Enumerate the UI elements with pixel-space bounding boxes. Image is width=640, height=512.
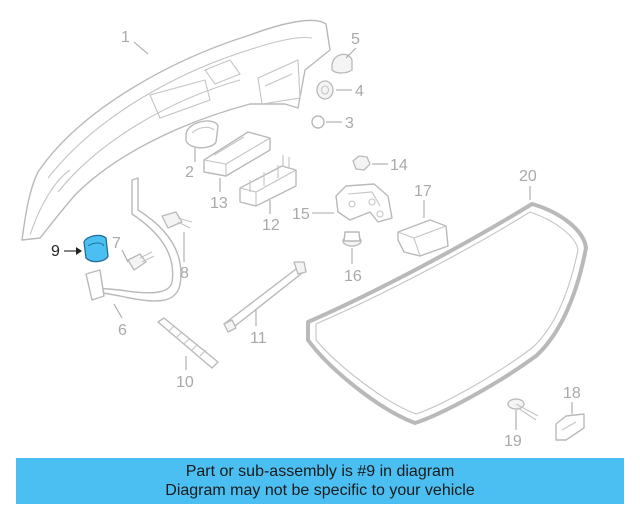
callout-5: 5 [345,31,360,59]
svg-text:1: 1 [121,29,130,46]
callout-11: 11 [250,310,267,347]
callout-4: 4 [336,83,364,100]
part-4-grommet[interactable] [316,80,334,100]
callout-2: 2 [185,148,196,181]
part-2-bumper-pad[interactable] [185,120,219,149]
callout-14: 14 [372,157,408,174]
part-15-latch[interactable] [335,183,393,223]
callout-13: 13 [210,178,228,212]
svg-text:10: 10 [176,374,194,391]
svg-text:19: 19 [504,433,522,450]
part-1-trunk-lid[interactable] [21,19,331,241]
callout-10: 10 [176,356,194,391]
info-banner: Part or sub-assembly is #9 in diagram Di… [16,458,624,504]
callout-6: 6 [113,303,127,339]
svg-text:9: 9 [51,243,60,260]
part-12-handle-lamp[interactable] [239,155,297,207]
callout-15: 15 [292,206,334,223]
callout-12: 12 [262,200,280,234]
svg-text:12: 12 [262,217,280,234]
svg-text:8: 8 [180,265,189,282]
callout-8: 8 [180,232,189,282]
svg-text:14: 14 [390,157,408,174]
callout-16: 16 [344,248,362,285]
svg-text:3: 3 [345,115,354,132]
svg-text:20: 20 [519,168,537,185]
callout-7: 7 [112,235,129,263]
part-11-gas-strut-right[interactable] [223,261,307,333]
svg-text:18: 18 [563,385,581,402]
part-18-bracket[interactable] [555,413,585,441]
svg-text:15: 15 [292,206,310,223]
svg-text:13: 13 [210,195,228,212]
callout-19: 19 [504,410,522,450]
callout-1: 1 [121,29,149,55]
svg-text:5: 5 [351,31,360,48]
svg-text:11: 11 [250,330,267,347]
part-19-screw[interactable] [507,398,539,421]
part-5-cap[interactable] [331,53,353,74]
part-7-screw[interactable] [127,251,155,271]
callout-20: 20 [519,168,537,200]
callout-17: 17 [414,183,432,218]
svg-text:16: 16 [344,268,362,285]
svg-text:2: 2 [185,164,194,181]
callout-3: 3 [326,115,354,132]
svg-text:6: 6 [118,322,127,339]
part-14-nut[interactable] [352,155,371,171]
banner-line-2: Diagram may not be specific to your vehi… [165,482,475,499]
part-17-striker[interactable] [397,219,449,257]
part-9-bumper[interactable] [83,234,109,263]
part-10-gas-strut-left[interactable] [157,317,219,369]
callout-18: 18 [563,385,581,414]
part-8-bolt[interactable] [161,211,193,229]
parts-diagram: 1 2 3 4 5 6 7 8 9 10 11 12 [21,19,588,450]
svg-text:4: 4 [355,83,364,100]
svg-text:7: 7 [112,235,121,252]
part-3-o-ring[interactable] [311,115,325,129]
part-13-release-switch[interactable] [203,131,271,177]
svg-text:17: 17 [414,183,432,200]
callout-9: 9 [51,243,82,260]
part-16-bolt[interactable] [342,231,362,247]
part-6-torsion-bar[interactable] [85,177,182,302]
banner-line-1: Part or sub-assembly is #9 in diagram [185,463,455,480]
part-20-weatherstrip[interactable] [306,202,588,425]
